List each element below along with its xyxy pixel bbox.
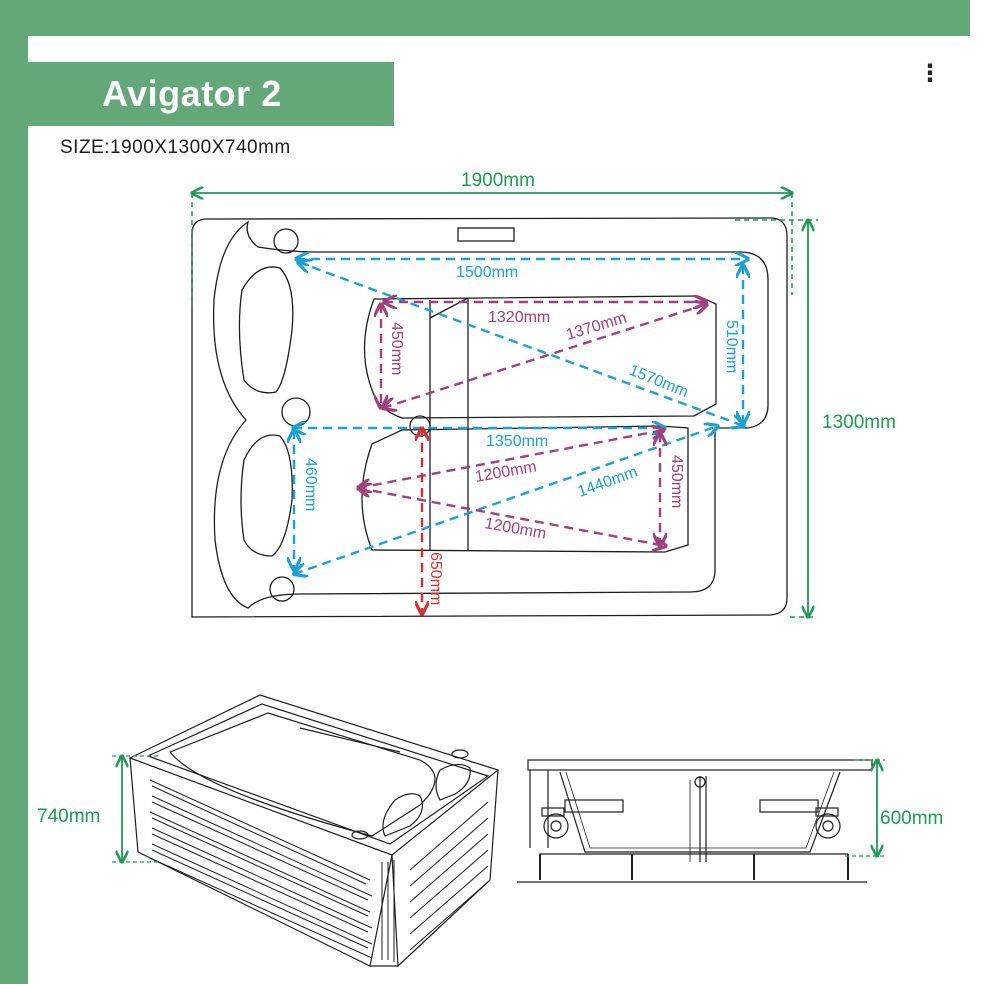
label-650: 650mm — [427, 552, 444, 605]
drain — [409, 415, 431, 437]
dim-overall-length: 1900mm — [192, 170, 792, 305]
dim-perspective-height: 740mm — [37, 756, 160, 862]
top-green-band — [0, 0, 970, 36]
label-510: 510mm — [723, 320, 740, 373]
label-1500: 1500mm — [456, 264, 518, 281]
left-green-band — [0, 0, 28, 984]
label-600: 600mm — [880, 808, 943, 829]
more-vertical-icon[interactable]: ⋮ — [918, 59, 942, 87]
label-1900: 1900mm — [461, 170, 535, 191]
title-banner: Avigator 2 — [28, 62, 394, 126]
perspective-view — [128, 694, 500, 968]
label-1320: 1320mm — [488, 309, 550, 326]
size-spec: SIZE:1900X1300X740mm — [60, 137, 291, 158]
label-1440: 1440mm — [576, 463, 640, 500]
jet-mid-left — [281, 397, 311, 427]
label-1370: 1370mm — [564, 309, 629, 343]
dim-overall-width: 1300mm — [735, 220, 896, 617]
jet-top-left — [273, 228, 299, 254]
label-1570: 1570mm — [627, 362, 691, 401]
label-450-right: 450mm — [668, 455, 685, 508]
dim-side-height: 600mm — [845, 760, 943, 856]
product-title: Avigator 2 — [102, 73, 282, 114]
headrest-upper — [238, 266, 294, 394]
purple-dimensions — [358, 302, 707, 546]
label-1200-lower: 1200mm — [483, 515, 547, 543]
label-1200-upper: 1200mm — [474, 458, 538, 486]
label-1350: 1350mm — [486, 433, 548, 450]
headrest-lower — [240, 434, 293, 557]
label-1300: 1300mm — [822, 412, 896, 433]
label-450-left: 450mm — [388, 322, 405, 375]
jet-bottom-left — [269, 576, 295, 602]
side-view — [517, 759, 873, 883]
label-460: 460mm — [302, 458, 319, 511]
tub-outer-rim — [191, 217, 788, 618]
label-740: 740mm — [37, 806, 100, 827]
red-dimension: 650mm — [422, 428, 444, 614]
overflow-slot — [457, 227, 515, 242]
